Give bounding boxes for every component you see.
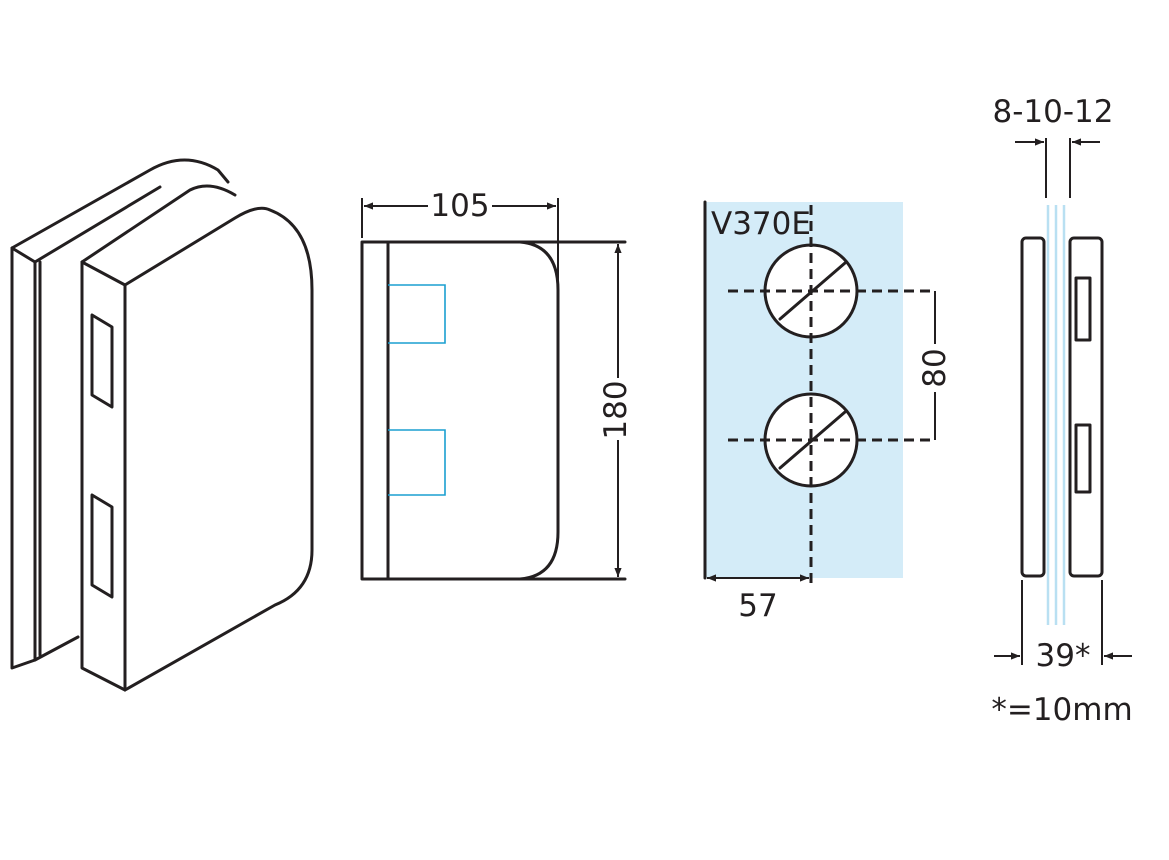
isometric-view xyxy=(10,158,314,692)
front-view: 105 180 xyxy=(360,188,634,581)
side-view: 8-10-12 39* *=10mm xyxy=(991,94,1132,728)
glass-cutout-view: V370E 80 57 xyxy=(703,200,953,624)
dim-glass-thickness-label: 8-10-12 xyxy=(993,94,1114,130)
dim-hole-spacing-label: 80 xyxy=(917,348,953,387)
dim-height-label: 180 xyxy=(598,380,634,439)
dim-edge-offset-label: 57 xyxy=(738,588,777,624)
dim-width-label: 105 xyxy=(430,188,489,224)
footnote: *=10mm xyxy=(991,692,1132,728)
model-code: V370E xyxy=(711,206,811,242)
dim-depth-label: 39* xyxy=(1036,638,1091,674)
